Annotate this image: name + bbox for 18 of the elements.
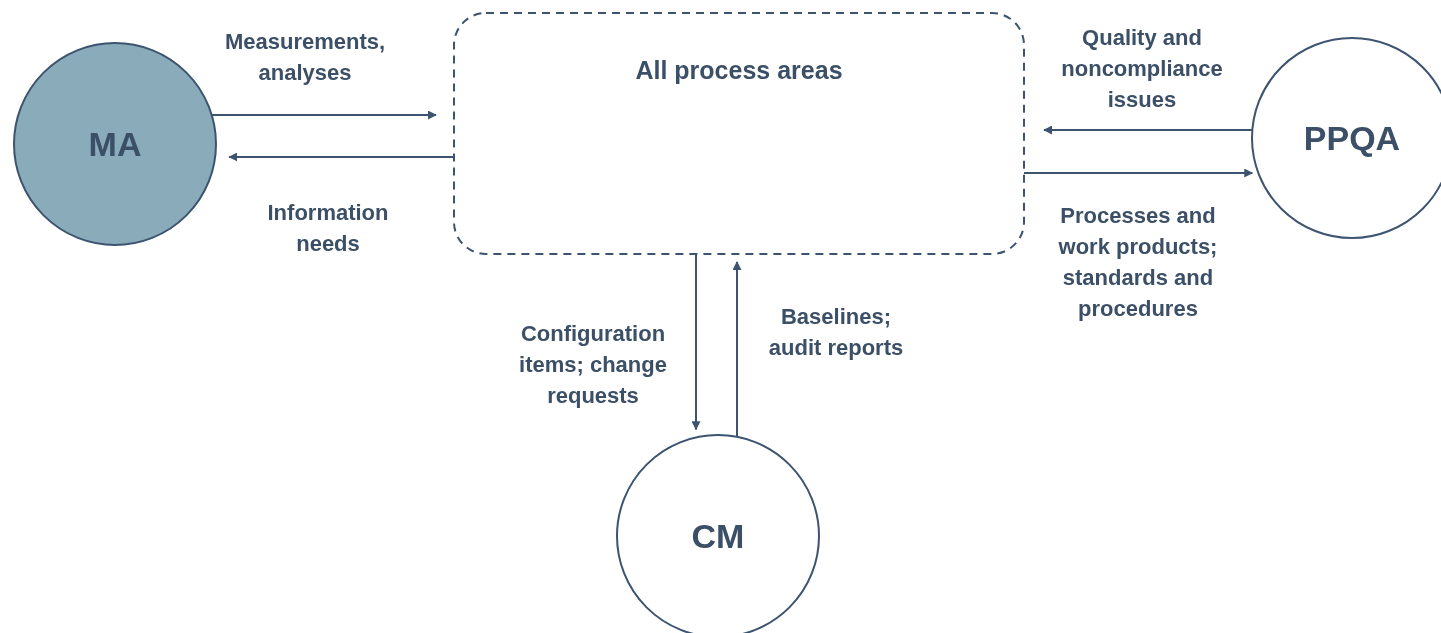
- arrow: [691, 253, 701, 431]
- arrow: [1043, 125, 1254, 135]
- node-label: MA: [88, 123, 142, 165]
- arrow: [228, 152, 455, 162]
- dashed-process-area-box: [453, 12, 1025, 255]
- edge-label: Measurements, analyses: [223, 28, 387, 87]
- edge-label: Quality and noncompliance issues: [1060, 23, 1224, 114]
- edge-label: Baselines; audit reports: [767, 303, 905, 362]
- arrow: [210, 110, 437, 120]
- edge-label: Information needs: [266, 199, 390, 258]
- node-label: All process areas: [635, 54, 843, 86]
- process-circle: [13, 42, 217, 246]
- edge-label: Configuration items; change requests: [518, 319, 668, 410]
- arrow: [1023, 168, 1254, 178]
- node-label: CM: [691, 515, 745, 557]
- arrow: [732, 261, 742, 438]
- node-label: PPQA: [1303, 117, 1401, 159]
- edge-label: Processes and work products; standards and procedures: [1057, 202, 1219, 323]
